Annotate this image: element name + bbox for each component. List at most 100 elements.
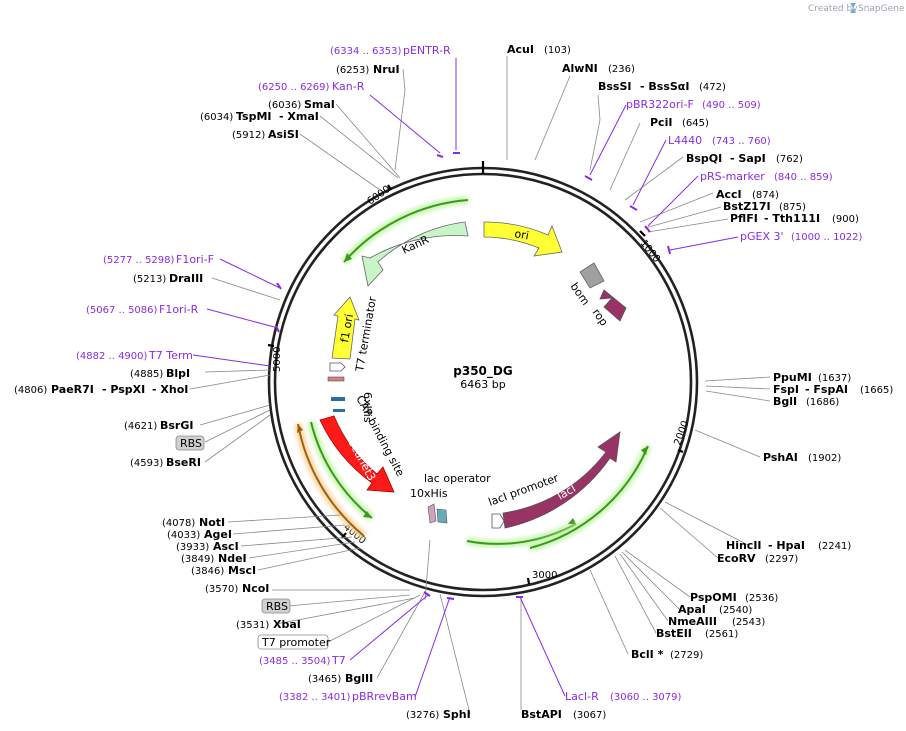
- enzyme-apai[interactable]: ApaI: [678, 603, 706, 616]
- enzyme-asisi[interactable]: AsiSI: [268, 128, 299, 141]
- enzyme-asci[interactable]: AscI: [213, 540, 239, 553]
- enzyme-pshai[interactable]: PshAI: [763, 451, 798, 464]
- enzyme-asisi-pos: (5912): [232, 130, 265, 141]
- 6xhis-feature[interactable]: [327, 376, 345, 382]
- laci-promoter-feature[interactable]: [491, 513, 505, 529]
- enzyme-bstapi[interactable]: BstAPI: [521, 708, 562, 721]
- enzyme-pshai-pos: (1902): [808, 453, 841, 464]
- f1-ori-feature[interactable]: [331, 296, 360, 360]
- enzyme-acui-pos: (103): [544, 45, 571, 56]
- enzyme-hincii-extra[interactable]: - HpaI: [768, 539, 805, 552]
- primer-kan-r[interactable]: Kan-R: [332, 80, 365, 93]
- primer-f1ori-r[interactable]: F1ori-R: [159, 303, 199, 316]
- enzyme-sphi[interactable]: SphI: [443, 708, 471, 721]
- enzyme-tspmi[interactable]: TspMI: [236, 110, 272, 123]
- enzyme-bsssi-extra[interactable]: - BssSαI: [640, 80, 689, 93]
- enzyme-draiii-pos: (5213): [133, 274, 166, 285]
- enzyme-tspmi-extra[interactable]: - XmaI: [279, 110, 319, 123]
- enzyme-ncoi[interactable]: NcoI: [242, 582, 269, 595]
- rbs-label-2[interactable]: RBS: [266, 600, 288, 613]
- enzyme-alwni[interactable]: AlwNI: [562, 62, 598, 75]
- credit-prefix: Created by: [808, 4, 858, 14]
- primer-pgex3-range: (1000 .. 1022): [791, 232, 863, 243]
- enzyme-draiii[interactable]: DraIII: [169, 272, 203, 285]
- enzyme-paer7i-extra[interactable]: - PspXI: [102, 383, 145, 396]
- bom-feature[interactable]: [579, 262, 605, 289]
- enzyme-agei[interactable]: AgeI: [204, 528, 232, 541]
- laci-feature[interactable]: [502, 431, 621, 529]
- tick-label-3000: 3000: [532, 570, 557, 581]
- enzyme-tspmi-pos: (6034): [200, 112, 233, 123]
- enzyme-bseri[interactable]: BseRI: [166, 456, 201, 469]
- enzyme-hincii-pos: (2241): [818, 541, 851, 552]
- primer-f1ori-f[interactable]: F1ori-F: [176, 253, 214, 266]
- 10xhis-label: 10xHis: [410, 487, 448, 500]
- enzyme-blpi[interactable]: BlpI: [166, 367, 190, 380]
- enzyme-blpi-pos: (4885): [130, 369, 163, 380]
- enzyme-fspi[interactable]: FspI: [773, 383, 799, 396]
- enzyme-ndei[interactable]: NdeI: [218, 552, 247, 565]
- primer-t7term[interactable]: T7 Term: [148, 349, 193, 362]
- 10xhis-feature[interactable]: [436, 508, 448, 524]
- primer-t7[interactable]: T7: [331, 654, 346, 667]
- tick-label-1000: 1000: [638, 238, 662, 265]
- enzyme-bglii[interactable]: BglII: [345, 672, 373, 685]
- enzyme-noti[interactable]: NotI: [199, 516, 225, 529]
- tick-marks: [267, 161, 684, 585]
- kanr-feature[interactable]: [361, 221, 469, 287]
- rbs-label-1[interactable]: RBS: [180, 437, 202, 450]
- enzyme-smai[interactable]: SmaI: [304, 98, 335, 111]
- enzyme-bstapi-pos: (3067): [573, 710, 606, 721]
- primer-pentr-r[interactable]: pENTR-R: [403, 44, 451, 57]
- cap-binding-site-2-feature[interactable]: [333, 409, 345, 412]
- enzyme-pflfi[interactable]: PflFI: [730, 212, 758, 225]
- rop-feature[interactable]: [599, 289, 627, 322]
- enzyme-pcii[interactable]: PciI: [650, 116, 672, 129]
- enzyme-paer7i[interactable]: PaeR7I: [51, 383, 94, 396]
- enzyme-bstz17i[interactable]: BstZ17I: [723, 200, 771, 213]
- mscarlet3-feature[interactable]: [319, 415, 395, 493]
- ori-label: ori: [513, 227, 529, 242]
- enzyme-noti-pos: (4078): [162, 518, 195, 529]
- enzyme-bspqi-extra[interactable]: - SapI: [730, 152, 766, 165]
- enzyme-ppumi[interactable]: PpuMI: [773, 371, 812, 384]
- t7-promoter-label[interactable]: T7 promoter: [261, 636, 331, 649]
- enzyme-acci[interactable]: AccI: [716, 188, 742, 201]
- enzyme-bspqi[interactable]: BspQI: [686, 152, 722, 165]
- enzyme-bsteii[interactable]: BstEII: [656, 627, 692, 640]
- enzyme-msci[interactable]: MscI: [228, 564, 256, 577]
- lac-operator-feature[interactable]: [427, 503, 437, 524]
- primer-pbrrevbam[interactable]: pBRrevBam: [352, 690, 417, 703]
- enzyme-nmeaiii[interactable]: NmeAIII: [668, 615, 717, 628]
- plasmid-name: p350_DG: [453, 364, 512, 379]
- t7-terminator-feature[interactable]: [329, 362, 346, 372]
- enzyme-pspomi[interactable]: PspOMI: [690, 591, 737, 604]
- primer-pgex3[interactable]: pGEX 3': [740, 230, 784, 243]
- primer-laci-r[interactable]: LacI-R: [565, 690, 599, 703]
- enzyme-bsteii-pos: (2561): [705, 629, 738, 640]
- enzyme-fspi-pos: (1665): [860, 385, 893, 396]
- enzyme-nrui[interactable]: NruI: [373, 63, 400, 76]
- 6xhis-label: 6xHis: [361, 392, 374, 423]
- enzyme-bsrgi[interactable]: BsrGI: [160, 419, 193, 432]
- primer-prs-marker[interactable]: pRS-marker: [700, 170, 765, 183]
- ori-feature[interactable]: [483, 221, 563, 257]
- enzyme-acui[interactable]: AcuI: [507, 43, 534, 56]
- enzyme-bgli[interactable]: BglI: [773, 395, 797, 408]
- enzyme-fspi-extra[interactable]: - FspAI: [805, 383, 848, 396]
- enzyme-xbai[interactable]: XbaI: [273, 618, 301, 631]
- enzyme-pcii-pos: (645): [682, 118, 709, 129]
- primer-l4440[interactable]: L4440: [668, 134, 702, 147]
- enzyme-bsssi[interactable]: BssSI: [598, 80, 632, 93]
- enzyme-ndei-pos: (3849): [181, 554, 214, 565]
- primer-pbr322ori-f[interactable]: pBR322ori-F: [626, 98, 694, 111]
- primer-pentr-r-range: (6334 .. 6353): [330, 46, 402, 57]
- enzyme-hincii[interactable]: HincII: [726, 539, 762, 552]
- enzyme-bspqi-pos: (762): [776, 154, 803, 165]
- enzyme-bcli[interactable]: BclI *: [631, 648, 664, 661]
- enzyme-pflfi-extra[interactable]: - Tth111I: [764, 212, 820, 225]
- enzyme-paer7i-extra2[interactable]: - XhoI: [152, 383, 188, 396]
- cap-binding-site-feature[interactable]: [331, 397, 345, 401]
- enzyme-ecorv[interactable]: EcoRV: [717, 552, 756, 565]
- enzyme-acci-pos: (874): [752, 190, 779, 201]
